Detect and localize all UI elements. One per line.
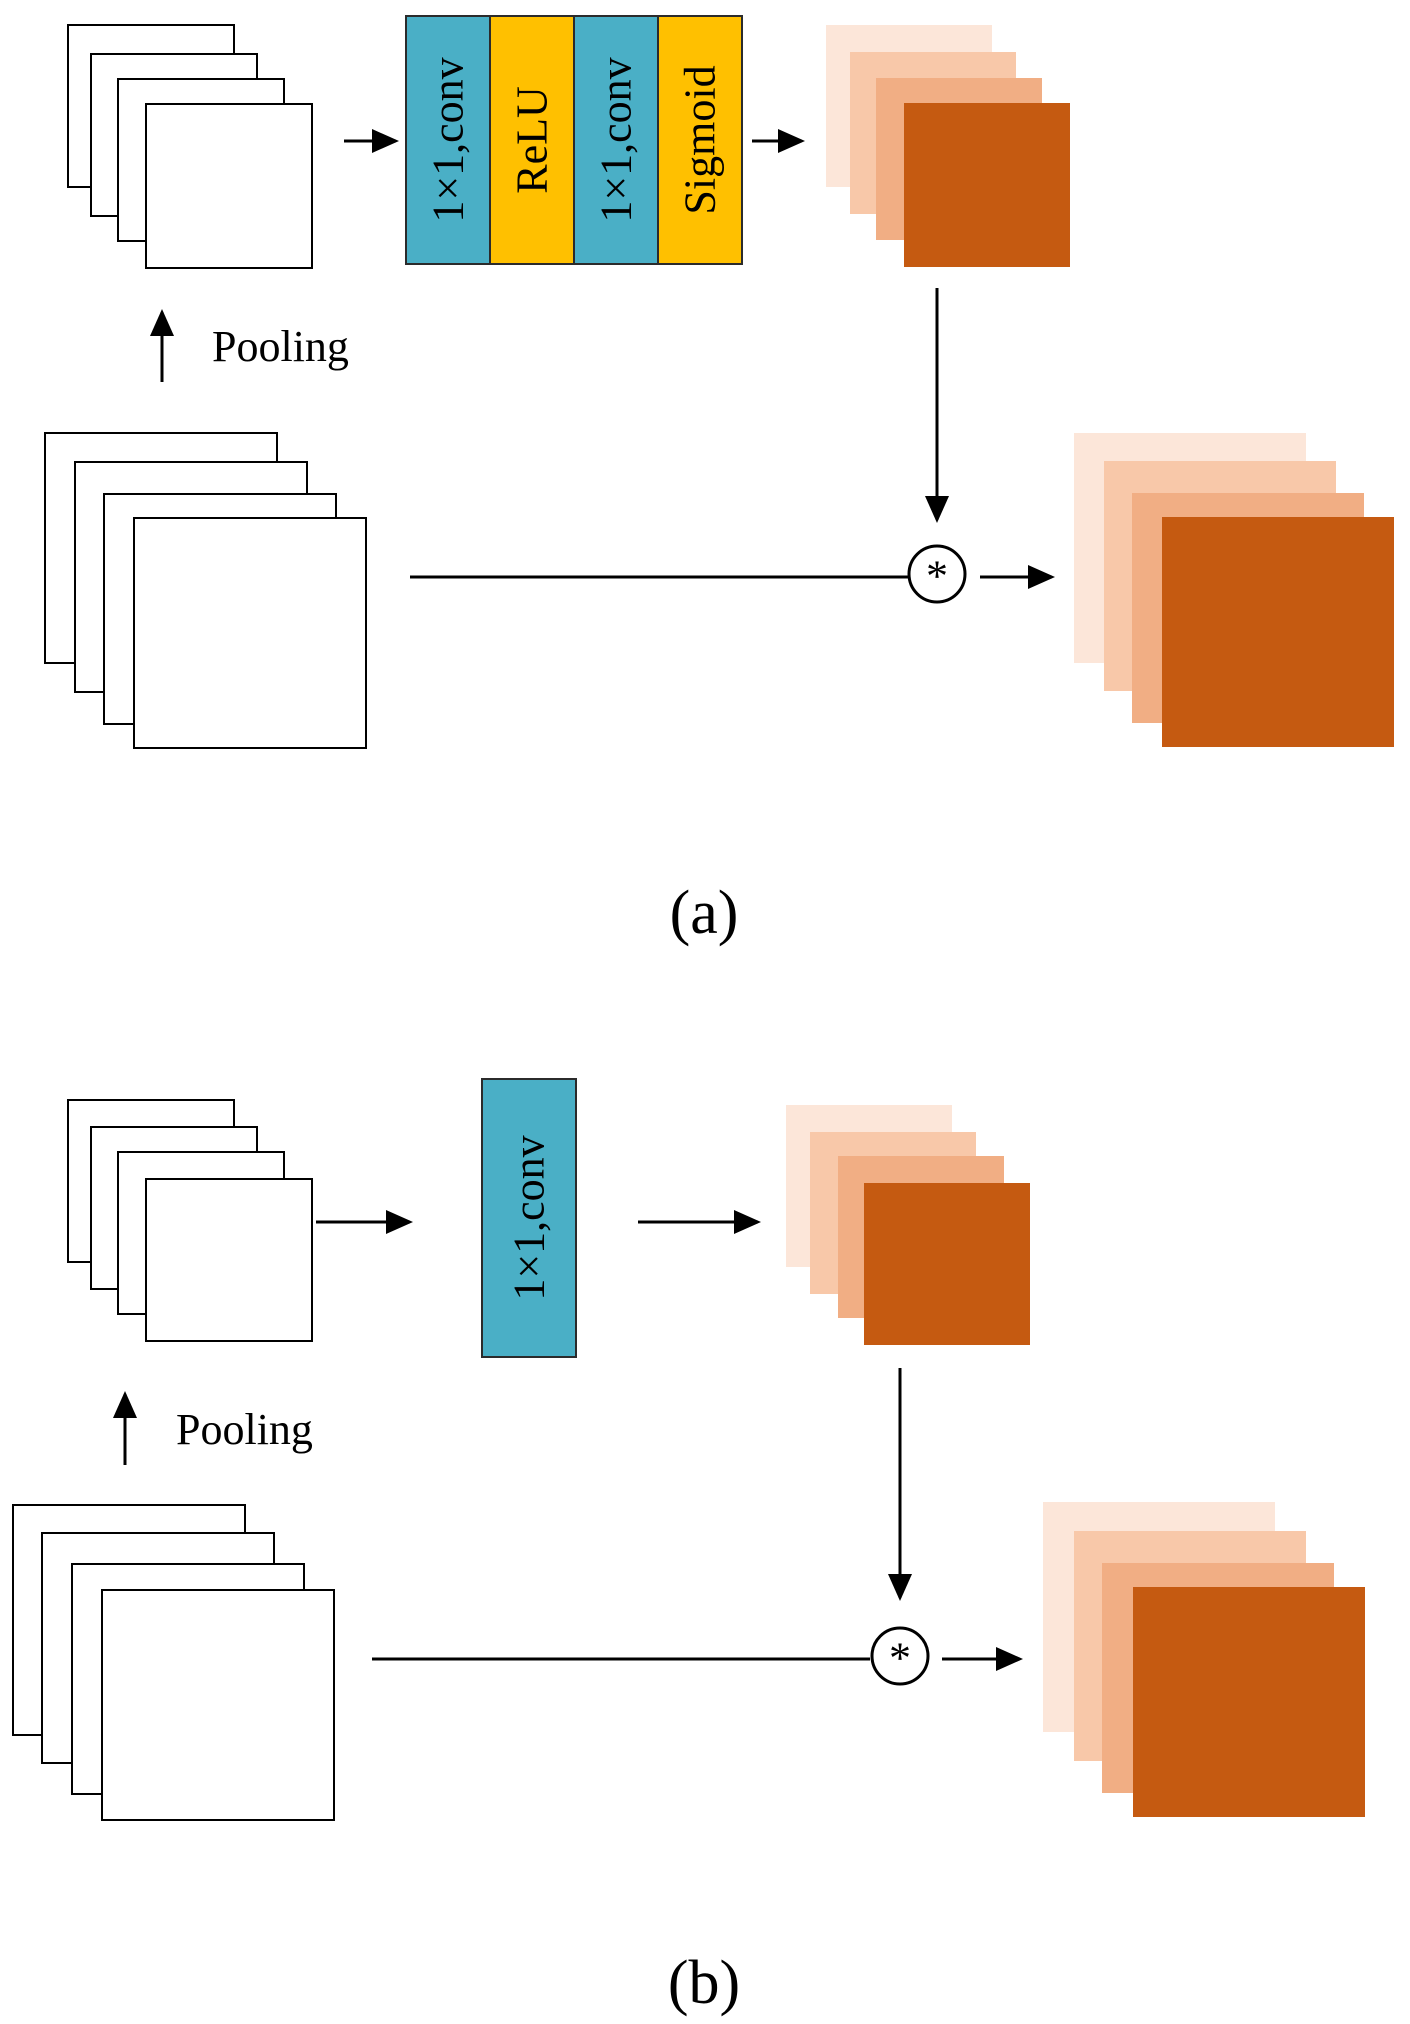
weight-layer xyxy=(864,1183,1030,1345)
panel-caption: (b) xyxy=(668,1949,740,2017)
conv-block xyxy=(573,15,659,265)
input-feature-stack xyxy=(12,1504,335,1821)
panel-a: 1×1,conv ReLU 1×1,conv Sigmoid xyxy=(44,15,1394,947)
block-label: ReLU xyxy=(508,86,557,194)
multiply-operator: * xyxy=(907,544,967,604)
block: 1×1,conv xyxy=(405,15,491,265)
block-sequence: 1×1,conv ReLU 1×1,conv Sigmoid xyxy=(405,15,743,265)
multiply-symbol: * xyxy=(889,1634,911,1683)
feature-map-layer xyxy=(133,517,367,749)
block-label: 1×1,conv xyxy=(592,57,641,222)
output-feature-stack xyxy=(1043,1502,1365,1817)
output-layer xyxy=(1133,1587,1365,1817)
attention-weight-stack xyxy=(826,25,1070,267)
conv-block xyxy=(481,1078,577,1358)
block-label: Sigmoid xyxy=(676,65,725,214)
attention-weight-stack xyxy=(786,1105,1030,1345)
multiply-operator: * xyxy=(870,1626,930,1686)
output-feature-stack xyxy=(1074,433,1394,747)
input-feature-stack xyxy=(44,432,367,749)
pooled-feature-stack xyxy=(67,1099,313,1342)
block: ReLU xyxy=(489,15,575,265)
output-layer xyxy=(1162,517,1394,747)
block-label: 1×1,conv xyxy=(505,1135,554,1300)
panel-b: 1×1,conv Pooling * xyxy=(12,1078,1365,2017)
pooling-label: Pooling xyxy=(212,322,349,371)
sigmoid-block xyxy=(657,15,743,265)
block: 1×1,conv xyxy=(573,15,659,265)
panel-caption: (a) xyxy=(670,879,739,947)
feature-map-layer xyxy=(145,1178,313,1342)
feature-map-layer xyxy=(145,103,313,269)
pooled-feature-stack xyxy=(67,24,313,269)
block-label: 1×1,conv xyxy=(424,57,473,222)
block-sequence: 1×1,conv xyxy=(481,1078,577,1358)
multiply-symbol: * xyxy=(926,552,948,601)
block: Sigmoid xyxy=(657,15,743,265)
feature-map-layer xyxy=(101,1589,335,1821)
pooling-label: Pooling xyxy=(176,1405,313,1454)
block: 1×1,conv xyxy=(481,1078,577,1358)
weight-layer xyxy=(904,103,1070,267)
